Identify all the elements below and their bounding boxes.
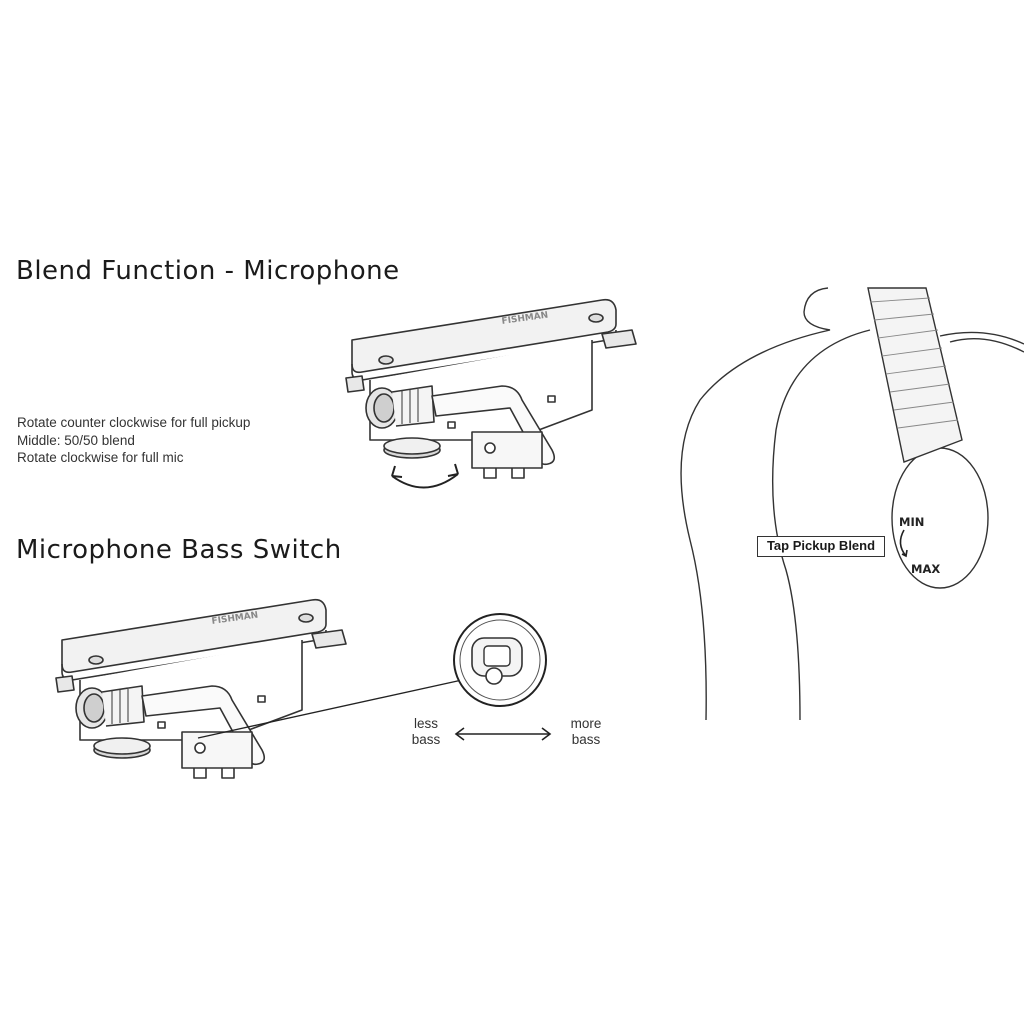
bass-switch-title: Microphone Bass Switch [16, 535, 342, 565]
tap-pickup-blend-label: Tap Pickup Blend [757, 536, 885, 557]
blend-function-title: Blend Function - Microphone [16, 256, 400, 286]
less-bass-label: less bass [411, 716, 441, 747]
min-label: MIN [899, 515, 925, 529]
bass-switch-zoom [453, 613, 547, 707]
instruction-line: Rotate counter clockwise for full pickup [17, 415, 251, 430]
guitar-illustration [680, 287, 1024, 721]
pickup-illustration-bottom: FISHMAN [55, 598, 347, 779]
instruction-line: Rotate clockwise for full mic [17, 450, 184, 465]
blend-instructions: Rotate counter clockwise for full pickup… [17, 414, 250, 467]
more-bass-label: more bass [570, 716, 602, 747]
max-label: MAX [911, 562, 941, 576]
rotate-arrow-icon [391, 473, 459, 489]
zoom-leader-line [197, 679, 463, 739]
bass-direction-arrow-icon [454, 727, 552, 741]
pickup-illustration-top: FISHMAN [345, 298, 637, 479]
instruction-line: Middle: 50/50 blend [17, 432, 135, 448]
